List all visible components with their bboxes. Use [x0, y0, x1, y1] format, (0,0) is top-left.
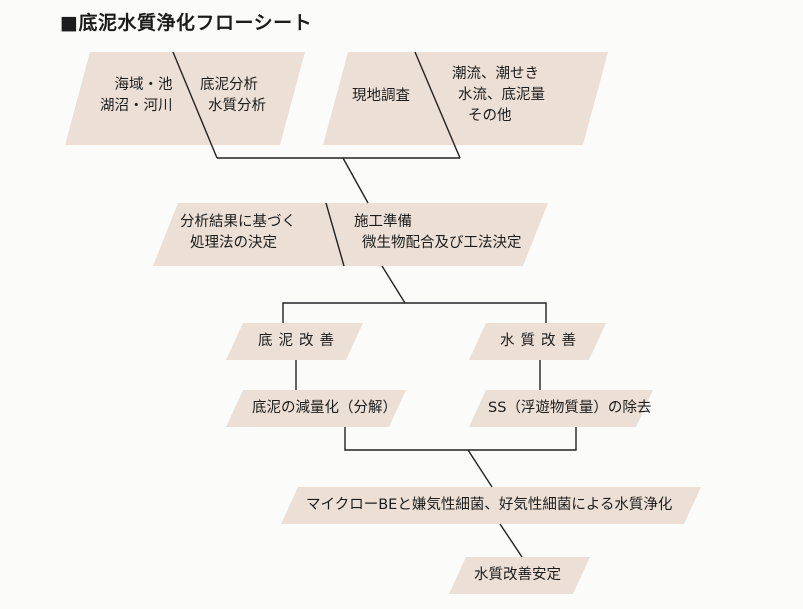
stable-label: 水質改善安定: [474, 567, 561, 583]
survey-target-label: 海域・池 湖沼・河川: [100, 75, 173, 117]
label-line: 底泥分析: [200, 77, 258, 93]
connector-line: [344, 427, 577, 451]
box-survey-target: [65, 52, 305, 145]
label-line: 潮流、潮せき: [452, 66, 539, 82]
label-line: 分析結果に基づく: [180, 214, 296, 230]
page-title: ■底泥水質浄化フローシート: [60, 12, 313, 34]
decision-right-label: 施工準備 微生物配合及び工法決定: [354, 212, 522, 254]
analysis-label: 底泥分析 水質分析: [200, 75, 266, 117]
box-decision: [153, 203, 548, 266]
box-stable: [449, 557, 590, 594]
box-sludge-improvement: [226, 323, 363, 360]
divider-line: [414, 51, 461, 159]
label-line: 微生物配合及び工法決定: [362, 235, 522, 251]
box-water-improvement: [469, 323, 606, 360]
box-purification-process: [281, 487, 701, 524]
connector-line: [499, 523, 523, 558]
label-line: 施工準備: [354, 214, 412, 230]
connector-line: [381, 265, 406, 304]
label-line: 湖沼・河川: [100, 98, 173, 114]
ss-removal-label: SS（浮遊物質量）の除去: [488, 400, 652, 416]
label-line: その他: [468, 108, 512, 124]
survey-items-label: 潮流、潮せき 水流、底泥量 その他: [452, 64, 545, 127]
divider-line: [325, 202, 345, 267]
box-sludge-reduction: [226, 390, 406, 427]
connector-line: [282, 302, 547, 323]
sludge-improvement-label: 底泥改善: [258, 333, 340, 349]
label-line: 水質分析: [208, 98, 266, 114]
label-line: 処理法の決定: [190, 235, 277, 251]
box-ss-removal: [469, 390, 653, 427]
purification-process-label: マイクローBEと嫌気性細菌、好気性細菌による水質浄化: [306, 497, 673, 513]
water-improvement-label: 水質改善: [500, 333, 582, 349]
connector-line: [467, 449, 493, 488]
box-field-survey: [323, 52, 608, 145]
label-line: 海域・池: [114, 77, 173, 93]
label-line: 水流、底泥量: [458, 87, 545, 103]
divider-line: [172, 51, 218, 159]
connector-line: [342, 157, 369, 204]
label-line: 現地調査: [352, 88, 410, 104]
field-survey-label: 現地調査: [352, 86, 410, 107]
sludge-reduction-label: 底泥の減量化（分解）: [252, 400, 397, 416]
decision-left-label: 分析結果に基づく 処理法の決定: [180, 212, 296, 254]
